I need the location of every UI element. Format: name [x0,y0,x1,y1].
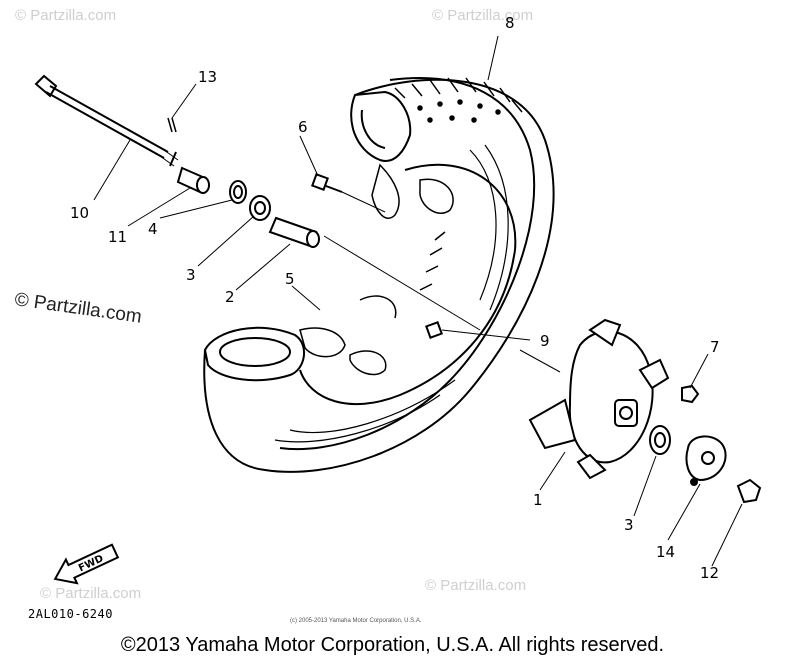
forward-arrow-icon: FWD [53,543,120,585]
bearing-3-lower [649,425,671,455]
callout-1: 1 [533,491,543,509]
callout-10: 10 [70,204,89,222]
gear-unit-14 [685,435,727,486]
callout-14: 14 [656,543,675,561]
nut-7 [681,384,700,404]
watermark-bottom-right: © Partzilla.com [425,577,526,594]
watermark-top-right: © Partzilla.com [432,7,533,24]
watermark-bottom-left: © Partzilla.com [40,585,141,602]
bolt-6 [311,173,386,213]
callout-5: 5 [285,270,295,288]
watermark-top-left: © Partzilla.com [15,7,116,24]
oil-seal-4 [229,180,247,204]
diagram-code: 2AL010-6240 [28,607,113,621]
leader-lines [93,35,743,567]
nut-12 [736,478,762,504]
axle-shaft [34,74,481,331]
callout-9: 9 [540,332,550,350]
spacer-2 [268,216,320,248]
callout-8: 8 [505,14,515,32]
callout-6: 6 [298,118,308,136]
collar-11 [176,166,210,194]
watermark-mid-left: © Partzilla.com [13,289,143,328]
callout-12: 12 [700,564,719,582]
nut-9 [425,321,443,339]
wheel-tire [203,77,555,473]
callout-3-lower: 3 [624,516,634,534]
cotter-pin [167,117,177,133]
callout-11: 11 [108,228,127,246]
small-copyright: (c) 2005-2013 Yamaha Motor Corporation, … [290,618,422,624]
callout-7: 7 [710,338,720,356]
footer-copyright: ©2013 Yamaha Motor Corporation, U.S.A. A… [120,634,665,656]
bearing-3-upper [249,195,271,221]
callout-13: 13 [198,68,217,86]
callout-3-upper: 3 [186,266,196,284]
callout-4: 4 [148,220,158,238]
callout-2: 2 [225,288,235,306]
hub-1 [519,318,670,480]
